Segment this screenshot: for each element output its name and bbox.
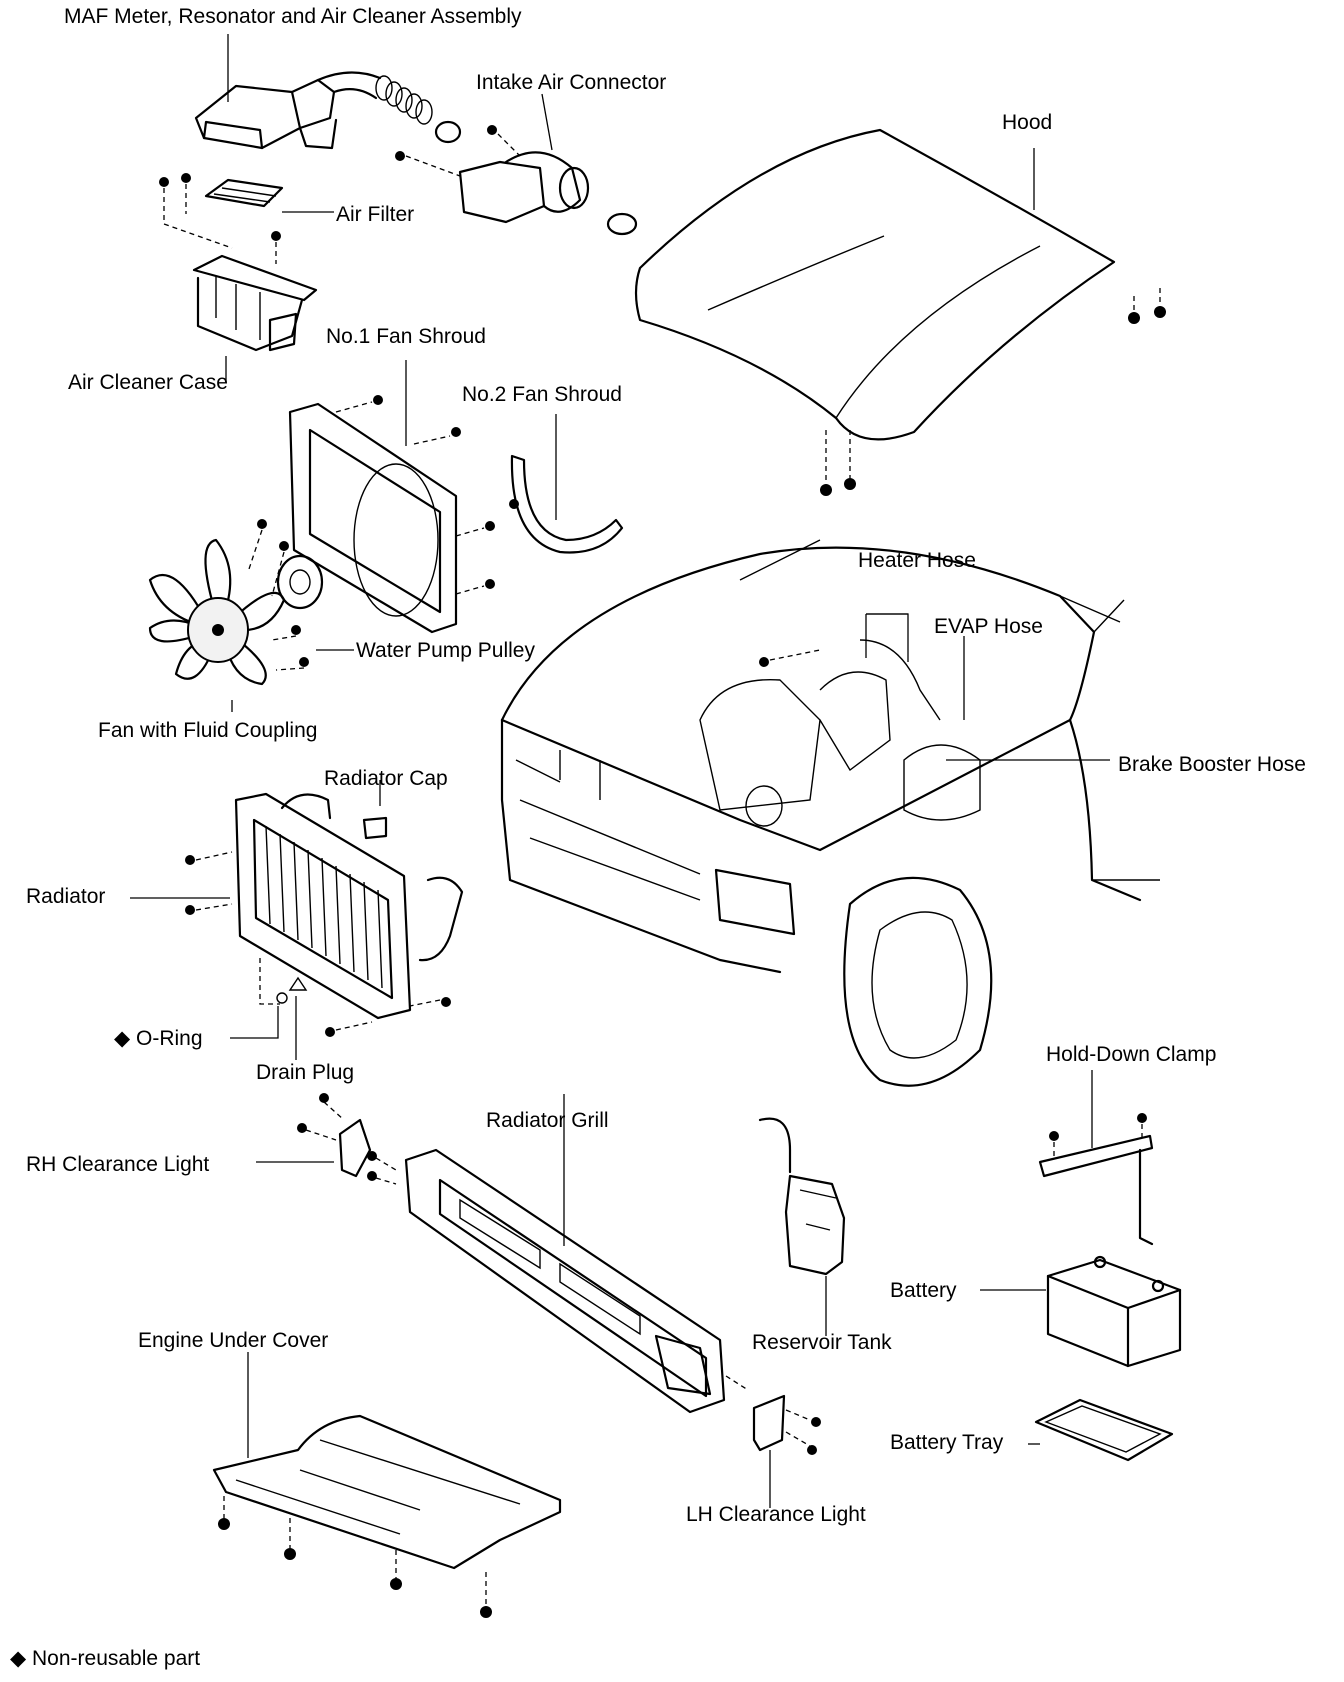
label-hood: Hood: [1002, 111, 1053, 134]
label-no1-fan-shroud: No.1 Fan Shroud: [326, 325, 486, 348]
radiator-drawing: [130, 780, 464, 1060]
battery-tray-drawing: [1028, 1398, 1174, 1462]
hood-drawing: [634, 128, 1166, 496]
label-battery-tray: Battery Tray: [890, 1431, 1004, 1454]
label-intake-air-connector: Intake Air Connector: [476, 71, 667, 94]
label-battery: Battery: [890, 1279, 957, 1302]
air-filter-drawing: [159, 173, 334, 264]
no1-fan-shroud-drawing: [288, 360, 495, 634]
hold-down-clamp-drawing: [1038, 1070, 1154, 1246]
label-radiator: Radiator: [26, 885, 106, 908]
radiator-grill-drawing: [256, 1093, 821, 1508]
label-hold-down-clamp: Hold-Down Clamp: [1046, 1043, 1217, 1066]
non-reusable-marker-icon: ◆: [114, 1027, 131, 1050]
maf-assembly-drawing: [194, 71, 462, 150]
label-reservoir-tank: Reservoir Tank: [752, 1331, 892, 1354]
label-drain-plug: Drain Plug: [256, 1061, 355, 1084]
label-air-filter: Air Filter: [336, 203, 415, 226]
no2-fan-shroud-drawing: [509, 414, 624, 554]
label-brake-booster-hose: Brake Booster Hose: [1118, 753, 1306, 776]
reservoir-tank-drawing: [758, 1117, 846, 1336]
label-radiator-cap: Radiator Cap: [324, 767, 448, 790]
label-evap-hose: EVAP Hose: [934, 615, 1043, 638]
label-radiator-grill: Radiator Grill: [486, 1109, 609, 1132]
label-o-ring-text: O-Ring: [136, 1027, 203, 1050]
air-cleaner-case-drawing: [192, 254, 318, 382]
intake-air-connector-drawing: [395, 125, 638, 236]
label-maf-assembly: MAF Meter, Resonator and Air Cleaner Ass…: [64, 5, 522, 28]
label-rh-clearance-light: RH Clearance Light: [26, 1153, 210, 1176]
label-engine-under-cover: Engine Under Cover: [138, 1329, 329, 1352]
legend-text: Non-reusable part: [32, 1647, 201, 1670]
engine-under-cover-drawing: [212, 1352, 562, 1618]
vehicle-engine-bay-drawing: [500, 539, 1160, 1087]
legend: ◆ Non-reusable part: [10, 1648, 200, 1669]
label-water-pump-pulley: Water Pump Pulley: [356, 639, 535, 662]
label-lh-clearance-light: LH Clearance Light: [686, 1503, 866, 1526]
fan-and-pulley-drawing: [148, 519, 354, 712]
label-fan-fluid-coupling: Fan with Fluid Coupling: [98, 719, 318, 742]
label-o-ring: ◆ O-Ring: [114, 1028, 203, 1049]
battery-drawing: [980, 1255, 1182, 1368]
label-air-cleaner-case: Air Cleaner Case: [68, 371, 228, 394]
legend-marker-icon: ◆: [10, 1647, 27, 1670]
label-no2-fan-shroud: No.2 Fan Shroud: [462, 383, 622, 406]
label-heater-hose: Heater Hose: [858, 549, 976, 572]
